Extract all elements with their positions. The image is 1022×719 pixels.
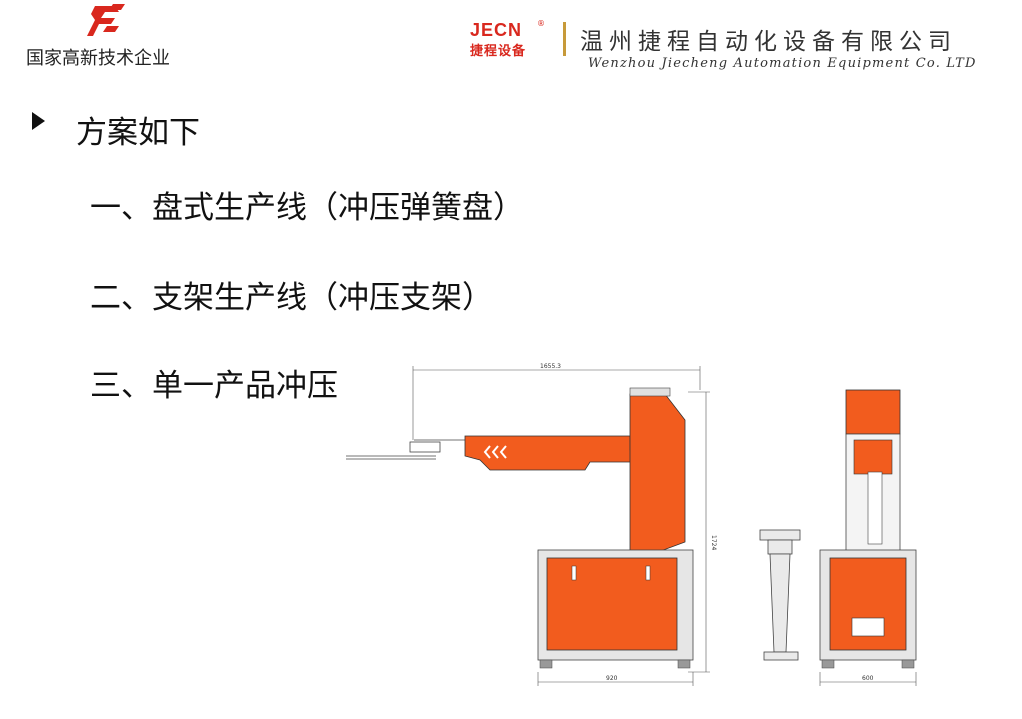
base-handle-right bbox=[645, 565, 651, 581]
base-handle-left bbox=[571, 565, 577, 581]
dimension-height bbox=[688, 391, 710, 673]
dimension-height-label: 1724 bbox=[710, 535, 717, 550]
robot-arm bbox=[464, 435, 633, 471]
robot-column bbox=[629, 393, 686, 553]
solution-item-1: 一、盘式生产线（冲压弹簧盘） bbox=[90, 190, 524, 226]
brand-name-en: JECN bbox=[470, 20, 523, 40]
bullet-triangle-icon bbox=[32, 112, 45, 130]
tagline: 国家高新技术企业 bbox=[26, 48, 170, 69]
base-feet bbox=[539, 659, 691, 669]
arm-chevrons bbox=[483, 445, 507, 459]
company-name-en: Wenzhou Jiecheng Automation Equipment Co… bbox=[588, 56, 977, 71]
side-view-rail bbox=[867, 471, 883, 545]
side-view-feet bbox=[821, 659, 915, 669]
company-emblem-icon bbox=[87, 4, 125, 36]
solution-item-3: 三、单一产品冲压 bbox=[90, 368, 338, 404]
dimension-top-label: 1655.3 bbox=[540, 363, 561, 370]
side-view-head bbox=[845, 389, 901, 435]
machine-drawing: 1655.3 1724 920 bbox=[346, 363, 917, 686]
machine-base-panel bbox=[546, 557, 678, 651]
brand-registered-mark: ® bbox=[537, 19, 545, 28]
dimension-base-width bbox=[537, 672, 694, 686]
dimension-top bbox=[412, 366, 701, 440]
brand-name-cn: 捷程设备 bbox=[470, 44, 527, 59]
brand-logo: JECN ® 捷程设备 bbox=[470, 19, 556, 60]
gripper-fixture bbox=[346, 439, 470, 460]
dimension-side-width bbox=[819, 672, 917, 686]
dimension-base-width-label: 920 bbox=[606, 675, 618, 682]
company-name-cn: 温州捷程自动化设备有限公司 bbox=[580, 29, 957, 55]
solution-item-2: 二、支架生产线（冲压支架） bbox=[90, 280, 493, 316]
dimension-side-width-label: 600 bbox=[862, 675, 874, 682]
control-panel-buttons bbox=[851, 617, 885, 637]
control-stand bbox=[759, 529, 801, 661]
column-top-cap bbox=[629, 387, 671, 397]
side-view-slider bbox=[853, 439, 893, 475]
section-heading: 方案如下 bbox=[76, 115, 200, 151]
header-divider bbox=[563, 22, 566, 56]
